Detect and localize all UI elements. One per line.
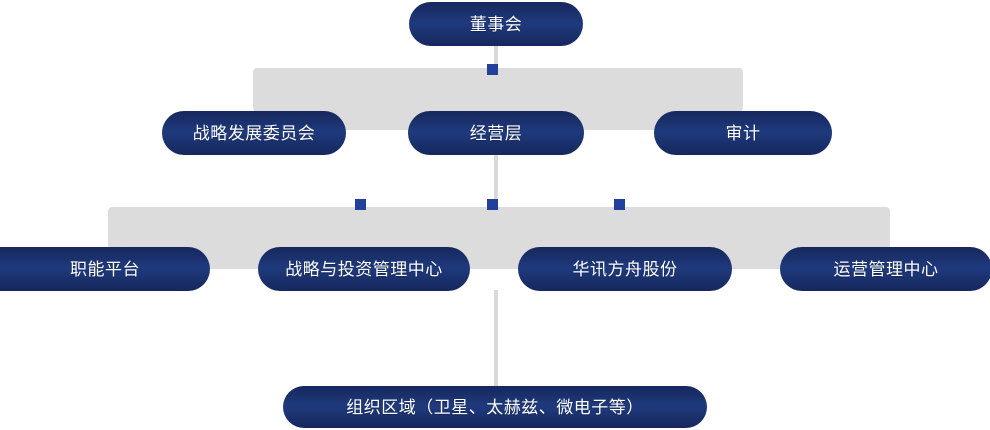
node-management[interactable]: 经营层 xyxy=(408,111,584,155)
connector-band-level3 xyxy=(108,207,890,269)
node-org-regions[interactable]: 组织区域（卫星、太赫兹、微电子等） xyxy=(283,386,707,428)
junction-marker-strategy-investment xyxy=(355,199,366,210)
junction-marker-operations xyxy=(614,199,625,210)
connector-huaxun-to-regions xyxy=(494,290,498,386)
node-strategy-investment-center[interactable]: 战略与投资管理中心 xyxy=(258,247,470,291)
node-audit[interactable]: 审计 xyxy=(654,111,832,155)
junction-marker-huaxun xyxy=(487,199,498,210)
connector-management-to-level3 xyxy=(494,155,498,210)
node-strategy-committee[interactable]: 战略发展委员会 xyxy=(162,111,346,155)
node-functional-platform[interactable]: 职能平台 xyxy=(0,247,210,291)
node-operations-center[interactable]: 运营管理中心 xyxy=(780,247,990,291)
connector-board-to-management xyxy=(494,45,498,73)
node-huaxun-fangzhou[interactable]: 华讯方舟股份 xyxy=(518,247,732,291)
node-board[interactable]: 董事会 xyxy=(409,2,583,46)
junction-marker-board-management xyxy=(487,64,498,75)
